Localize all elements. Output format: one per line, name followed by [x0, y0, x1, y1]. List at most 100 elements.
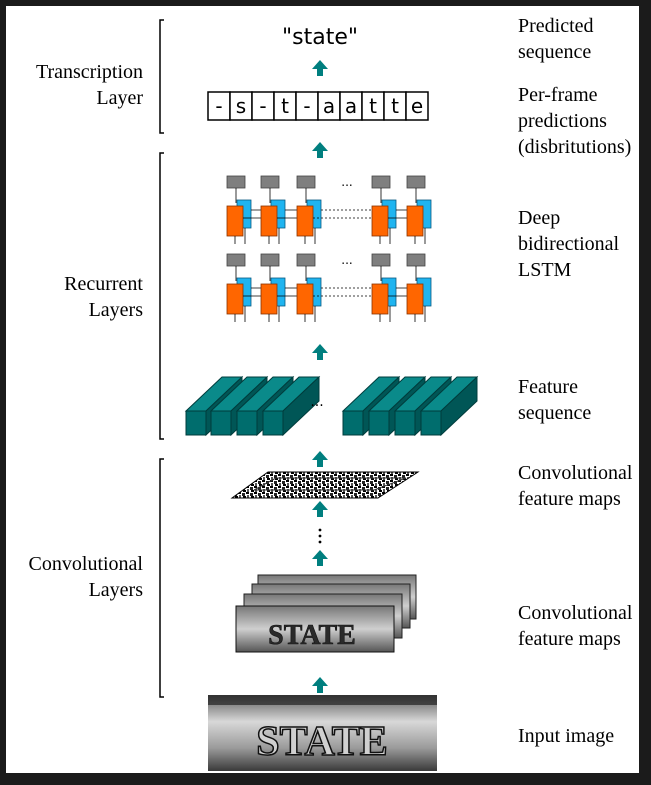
feature-front-face [394, 410, 416, 436]
lstm-forward-block [371, 283, 389, 315]
lstm-cell [371, 253, 417, 322]
frame-char: - [259, 94, 266, 118]
frame-char: s [236, 94, 246, 118]
frame-char: e [411, 94, 423, 118]
feature-side-face [440, 375, 478, 437]
label-line: Recurrent [64, 273, 143, 295]
arrow-shape [312, 677, 328, 693]
feature-front-face [236, 410, 258, 436]
lstm-forward-block [260, 283, 278, 315]
feature-front-face [262, 410, 284, 436]
feature-front-face [342, 410, 364, 436]
label-line: Deep [518, 207, 561, 229]
arrow-shape [312, 60, 328, 76]
label-line: LSTM [518, 259, 572, 281]
arrow-shape [312, 451, 328, 467]
lstm-output-unit [226, 175, 246, 189]
feature-column [419, 375, 479, 437]
lstm-label: Deep bidirectional LSTM [518, 205, 619, 283]
lstm-cell [296, 175, 382, 244]
input-image: STATE [208, 695, 437, 771]
label-line: Layers [88, 579, 143, 601]
frame-char: t [369, 94, 377, 118]
label-line: Convolutional [518, 602, 633, 624]
arrow-shape [312, 142, 328, 158]
lstm-output-unit [371, 175, 391, 189]
arrow-shape [312, 550, 328, 566]
up-arrow-icon [312, 344, 328, 360]
up-arrow-icon [312, 60, 328, 76]
label-line: Transcription [35, 61, 143, 83]
feature-side-face [282, 375, 320, 437]
frame-char: - [303, 94, 310, 118]
predicted-word: "state" [282, 25, 358, 50]
input-word: STATE [256, 719, 388, 765]
label-line: Per-frame [518, 84, 598, 106]
lstm-cell [226, 253, 271, 322]
lstm-grid: ...... [226, 175, 432, 322]
conv-feature-map-top [230, 471, 420, 499]
label-line: Predicted [518, 15, 594, 37]
frame-char: a [345, 94, 357, 118]
feature-ellipsis: ... [310, 394, 323, 410]
lstm-forward-block [406, 283, 424, 315]
feature-front-face [368, 410, 390, 436]
feature-front-face [420, 410, 442, 436]
lstm-output-unit [406, 175, 426, 189]
lstm-cell [406, 175, 432, 244]
frame-char: - [215, 94, 222, 118]
feature-map-word: STATE [268, 620, 356, 651]
arrow-shape [312, 344, 328, 360]
transcription-bracket [159, 19, 164, 134]
lstm-forward-block [371, 205, 389, 237]
arrow-shape [312, 501, 328, 517]
label-line: Input image [518, 725, 615, 747]
label-line: bidirectional [518, 233, 620, 255]
lstm-output-unit [371, 253, 391, 267]
frame-cell: - [207, 91, 231, 121]
label-line: Convolutional [518, 462, 633, 484]
lstm-output-unit [296, 253, 316, 267]
frame-char: a [323, 94, 335, 118]
feature-column [261, 375, 321, 437]
feature-front-face [210, 410, 232, 436]
recurrent-bracket [159, 152, 164, 440]
lstm-cell [296, 253, 382, 322]
frame-cell: a [317, 91, 341, 121]
lstm-forward-block [296, 205, 314, 237]
frame-cell: t [273, 91, 297, 121]
label-line: Convolutional [28, 553, 143, 575]
lstm-output-unit [226, 253, 246, 267]
lstm-forward-block [296, 283, 314, 315]
lstm-cell [260, 253, 307, 322]
label-line: Layers [88, 299, 143, 321]
feature-sequence-columns [184, 375, 479, 437]
lstm-output-unit [260, 175, 280, 189]
lstm-forward-block [226, 205, 244, 237]
predicted-sequence-label: Predicted sequence [518, 13, 594, 65]
lstm-ellipsis: ... [341, 253, 352, 267]
conv-feature-maps-top-label: Convolutional feature maps [518, 460, 632, 512]
feature-sequence-label: Feature sequence [518, 374, 591, 426]
flow-arrows [312, 60, 328, 693]
lstm-cell [260, 175, 307, 244]
label-line: sequence [518, 41, 592, 63]
input-image-label: Input image [518, 723, 614, 749]
convolutional-layers-label: Convolutional Layers [29, 551, 143, 603]
label-line: feature maps [518, 488, 621, 510]
lstm-forward-block [260, 205, 278, 237]
diagram-panel: Transcription Layer Recurrent Layers Con… [6, 6, 639, 773]
label-line: predictions [518, 110, 607, 132]
lstm-forward-block [406, 205, 424, 237]
conv-feature-maps-bottom-label: Convolutional feature maps [518, 600, 632, 652]
label-line: Layer [96, 87, 143, 109]
lstm-cell [226, 175, 271, 244]
frame-cell: - [295, 91, 319, 121]
label-line: (disbritutions) [518, 136, 632, 158]
label-line: sequence [518, 402, 592, 424]
frame-cell: - [251, 91, 275, 121]
frame-cell: t [383, 91, 407, 121]
lstm-output-unit [406, 253, 426, 267]
